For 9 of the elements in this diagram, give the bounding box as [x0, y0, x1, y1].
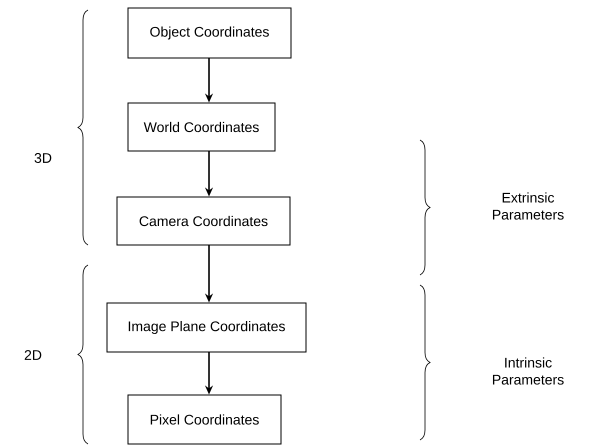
side-label: Intrinsic Parameters [492, 357, 564, 385]
side-label: Extrinsic Parameters [492, 192, 564, 220]
process-box: Camera Coordinates [116, 196, 290, 246]
process-box: Pixel Coordinates [128, 394, 282, 444]
process-box: Image Plane Coordinates [106, 302, 306, 352]
process-box: Object Coordinates [128, 8, 292, 58]
side-label: 2D [24, 350, 42, 360]
process-box: World Coordinates [128, 102, 276, 152]
side-label: 3D [34, 153, 52, 163]
